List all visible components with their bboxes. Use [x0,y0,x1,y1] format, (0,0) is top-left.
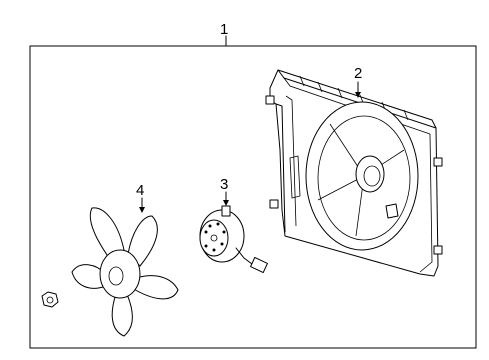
callout-1: 1 [220,21,228,38]
callout-3: 3 [220,176,228,193]
callout-4: 4 [136,182,144,199]
callout-4-arrow [139,207,145,213]
callout-2: 2 [354,65,362,82]
fan-blade [71,207,179,337]
fan-nut [41,291,59,308]
assembly-frame [29,45,477,349]
fan-shroud [265,69,443,277]
callout-2-arrow [355,92,361,98]
callout-3-arrow [223,200,229,206]
fan-motor [199,205,268,273]
